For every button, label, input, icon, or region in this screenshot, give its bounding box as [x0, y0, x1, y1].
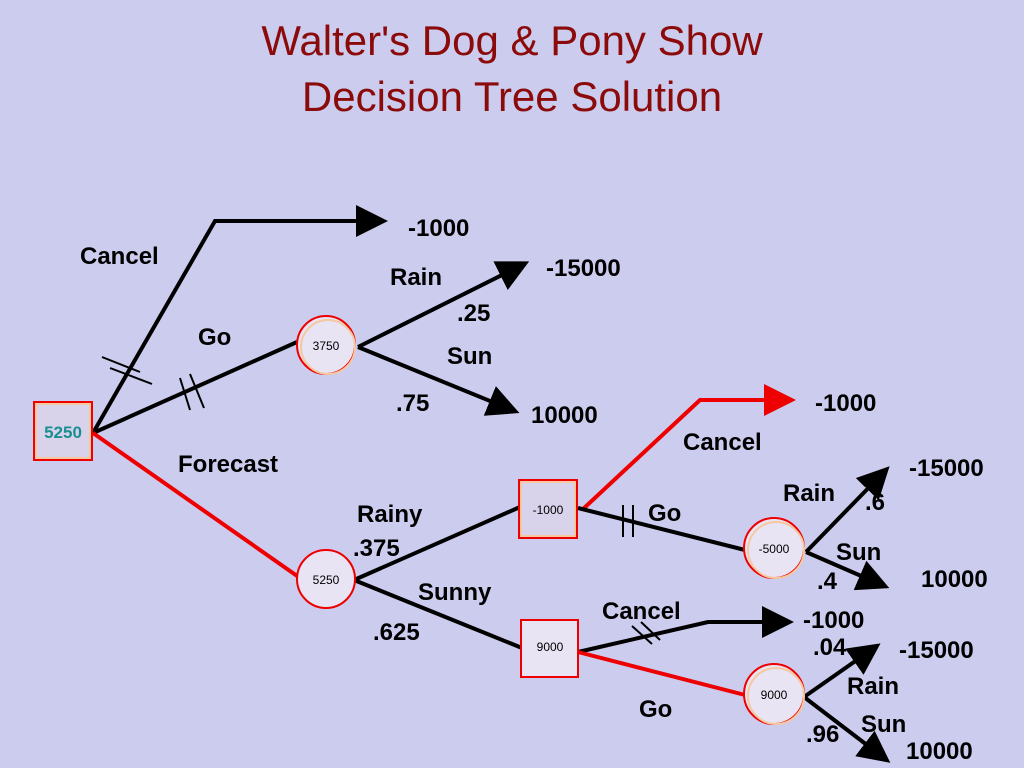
label-p-sun-rainy: .4 [817, 568, 838, 595]
branch-go-rainy [577, 506, 746, 552]
branch-rain-rainy [804, 466, 890, 554]
branch-cancel-sunny [577, 606, 794, 654]
label-rainy: Rainy [357, 501, 423, 528]
root-value: 5250 [44, 423, 82, 442]
label-p-rain-top: .25 [457, 300, 490, 327]
prune-mark-cancel-sunny [631, 621, 661, 645]
sunny-decision-node: 9000 [520, 619, 579, 678]
go-chance-value: 3750 [313, 339, 340, 353]
branch-forecast [91, 431, 302, 580]
label-rain-sunny: Rain [847, 673, 899, 700]
root-decision-node: 5250 [33, 401, 93, 461]
forecast-chance-node: 5250 [296, 549, 356, 609]
branch-rain-top [357, 261, 530, 349]
branch-rainy [353, 505, 521, 582]
label-forecast: Forecast [178, 451, 278, 478]
sunny-go-chance-node: 9000 [743, 663, 805, 725]
payoff-cancel-rainy: -1000 [815, 390, 876, 417]
sunny-go-chance-value: 9000 [761, 688, 788, 702]
label-rain-rainy: Rain [783, 480, 835, 507]
prune-mark-go-top [179, 373, 205, 411]
label-go-top: Go [198, 324, 231, 351]
label-p-sunny: .625 [373, 619, 420, 646]
label-p-sun-top: .75 [396, 390, 429, 417]
rainy-go-chance-node: -5000 [743, 517, 805, 579]
payoff-cancel-top: -1000 [408, 215, 469, 242]
prune-mark-cancel-top [101, 356, 153, 385]
prune-mark-go-rainy [622, 505, 634, 537]
label-sunny: Sunny [418, 579, 492, 606]
title-line-2: Decision Tree Solution [301, 73, 723, 120]
payoff-rain-sunny: -15000 [899, 637, 974, 664]
sunny-decision-value: 9000 [537, 640, 564, 654]
label-p-rain-sunny: .04 [813, 634, 847, 661]
label-cancel-top: Cancel [80, 243, 159, 270]
payoff-sun-rainy: 10000 [921, 566, 988, 593]
label-p-rainy: .375 [353, 535, 400, 562]
branch-cancel-rainy [580, 384, 796, 512]
forecast-chance-value: 5250 [313, 573, 340, 587]
rainy-decision-value: -1000 [533, 503, 564, 517]
label-rain-top: Rain [390, 264, 442, 291]
branch-sun-top [357, 345, 520, 416]
label-cancel-rainy: Cancel [683, 429, 762, 456]
label-p-rain-rainy: .6 [865, 489, 885, 516]
label-p-sun-sunny: .96 [806, 721, 839, 748]
branch-cancel-top [91, 205, 388, 434]
payoff-sun-top: 10000 [531, 402, 598, 429]
label-sun-sunny: Sun [861, 711, 906, 738]
label-cancel-sunny: Cancel [602, 598, 681, 625]
payoff-rain-rainy: -15000 [909, 455, 984, 482]
go-chance-node: 3750 [296, 315, 356, 375]
branch-go-sunny [577, 650, 746, 697]
rainy-decision-node: -1000 [518, 479, 578, 539]
label-sun-top: Sun [447, 343, 492, 370]
payoff-cancel-sunny: -1000 [803, 607, 864, 634]
branch-sun-sunny [802, 695, 891, 763]
label-sun-rainy: Sun [836, 539, 881, 566]
rainy-go-chance-value: -5000 [759, 542, 790, 556]
label-go-rainy: Go [648, 500, 681, 527]
branch-rain-sunny [802, 643, 881, 699]
branch-sunny [353, 578, 523, 650]
payoff-sun-sunny: 10000 [906, 738, 973, 765]
label-go-sunny: Go [639, 696, 672, 723]
payoff-rain-top: -15000 [546, 255, 621, 282]
title-line-1: Walter's Dog & Pony Show [261, 17, 763, 64]
branch-sun-rainy [805, 550, 890, 591]
